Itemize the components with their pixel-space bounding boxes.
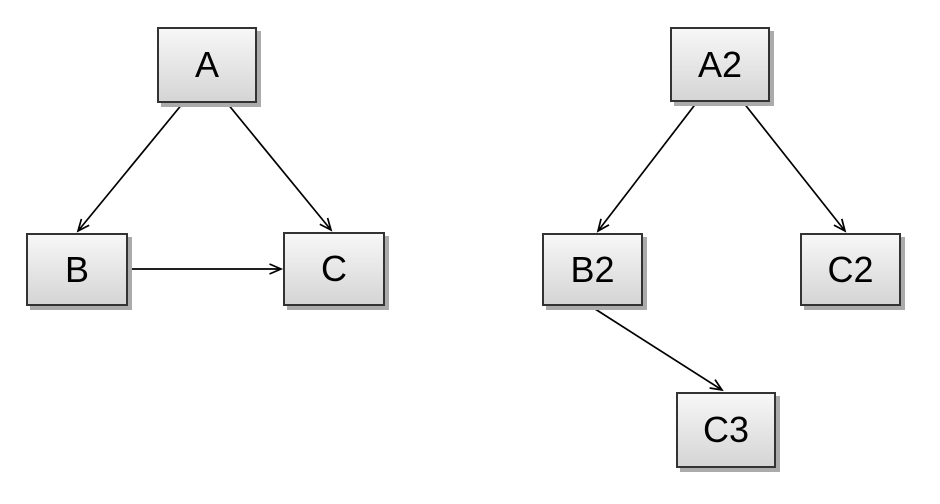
node-C2[interactable]: C2 [800,233,901,306]
edge-B2-C3 [591,306,724,392]
edge-A-B [76,102,184,233]
node-B[interactable]: B [26,233,128,306]
node-C2-label: C2 [827,248,874,290]
node-B-label: B [64,248,89,290]
edge-A2-C2 [742,101,847,233]
node-C3-label: C3 [702,409,750,450]
node-B2-label: B2 [570,248,615,290]
node-B2[interactable]: B2 [542,233,643,306]
node-A-label: A [194,44,219,85]
node-A2-label: A2 [697,43,743,85]
node-C3[interactable]: C3 [676,392,776,468]
node-A[interactable]: A [157,27,257,103]
node-C-label: C [321,248,347,289]
node-A2[interactable]: A2 [670,27,770,102]
edge-A2-B2 [596,101,698,233]
node-C[interactable]: C [283,232,385,306]
edge-A-C [226,102,333,232]
